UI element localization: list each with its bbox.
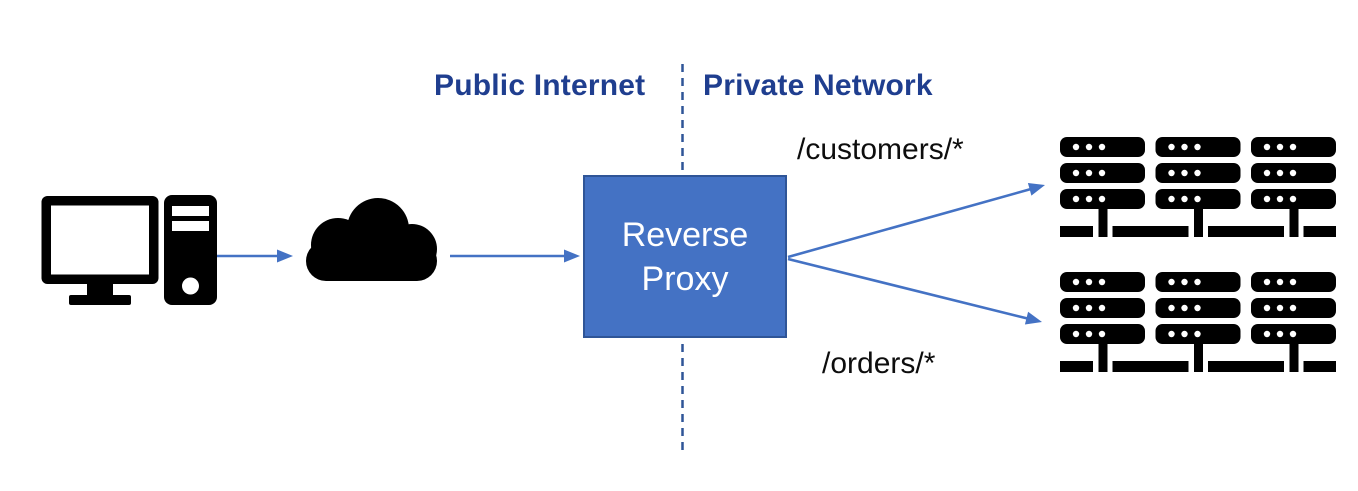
route-customers-label: /customers/* <box>797 133 964 166</box>
tower <box>164 195 217 305</box>
server-cluster-customers-icon <box>1060 137 1336 237</box>
route-orders-label: /orders/* <box>822 347 936 380</box>
public-internet-label: Public Internet <box>434 69 646 102</box>
arrow-proxy-to-orders <box>787 257 1042 325</box>
arrow-client-to-cloud <box>217 249 293 263</box>
arrow-cloud-to-proxy <box>450 249 580 263</box>
reverse-proxy-label-line2: Proxy <box>641 259 729 298</box>
zone-divider-dashed-line <box>681 64 684 455</box>
cloud-icon <box>306 198 437 281</box>
monitor <box>41 196 159 305</box>
reverse-proxy-node: Reverse Proxy <box>583 175 787 338</box>
arrow-proxy-to-customers <box>787 183 1045 259</box>
server-cluster-orders-icon <box>1060 272 1336 372</box>
private-network-label: Private Network <box>703 69 933 102</box>
reverse-proxy-label-line1: Reverse <box>621 215 749 254</box>
desktop-computer-icon <box>41 195 217 305</box>
